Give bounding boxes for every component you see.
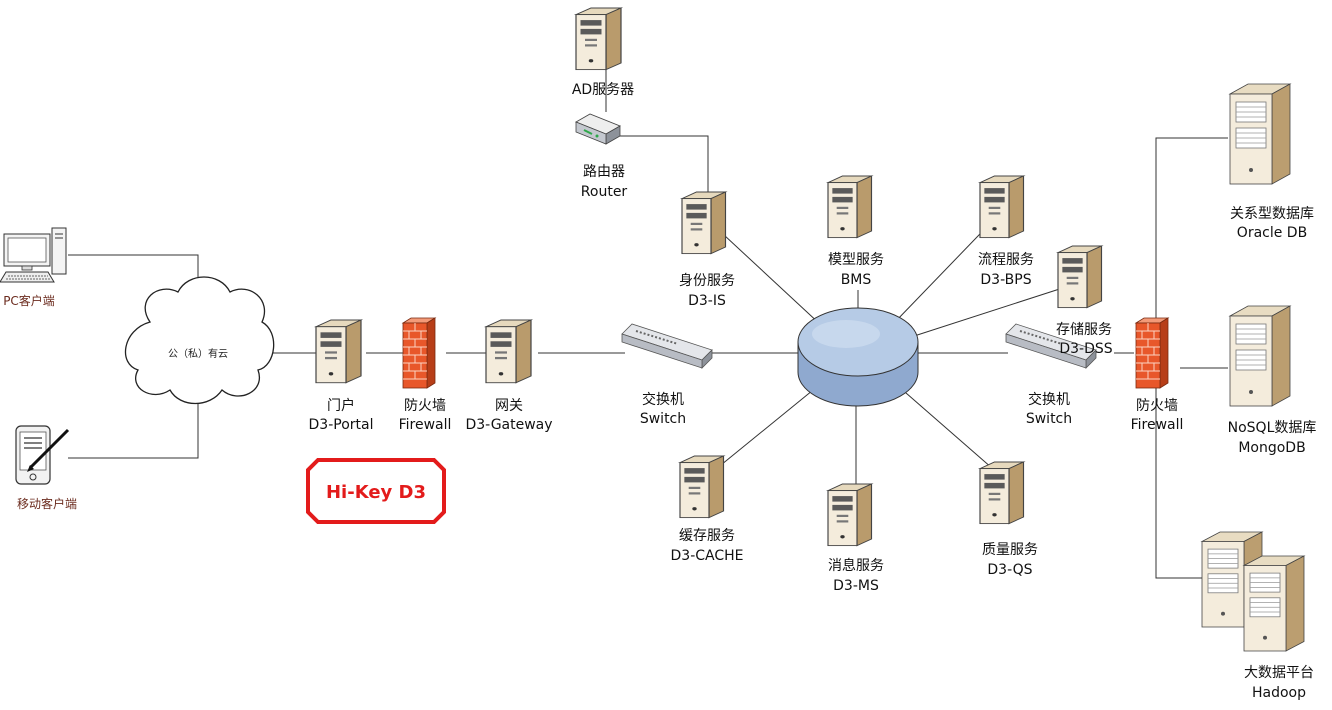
badge-text: Hi-Key D3 [326,482,426,503]
cache-server: 缓存服务 D3-CACHE [671,455,744,564]
portal-label-en: D3-Portal [309,417,374,433]
quality-label-cn: 质量服务 [982,542,1038,558]
network-switch-icon [621,323,713,369]
firewall-right: 防火墙 Firewall [1131,317,1184,433]
message-label-cn: 消息服务 [828,557,884,574]
mobile-client: 移动客户端 [15,425,77,511]
router-label-cn: 路由器 [583,164,625,180]
firewall-icon [402,317,436,389]
pc-client-label: PC客户端 [3,293,55,308]
identity-to-hub-line [709,221,823,327]
gateway-server: 网关 D3-Gateway [465,319,553,433]
mongo-label-en: MongoDB [1238,440,1305,456]
switch-left-label-en: Switch [640,411,686,427]
cache-label-en: D3-CACHE [671,548,744,564]
firewall-icon [1135,317,1169,389]
hadoop-label-en: Hadoop [1252,685,1306,701]
storage-server: 存储服务 [1056,245,1112,338]
mongo-db: NoSQL数据库 MongoDB [1228,305,1317,456]
central-hub [797,307,919,407]
firewall-left-label-cn: 防火墙 [404,398,446,414]
quality-server: 质量服务 D3-QS [979,461,1038,578]
firewall-to-hadoop-line [1155,388,1202,579]
cloud-label: 公（私）有云 [168,347,228,360]
server-icon [1229,305,1291,407]
oracle-label-en: Oracle DB [1237,225,1307,241]
identity-server: 身份服务 D3-IS [679,191,735,309]
firewall-left-label-en: Firewall [399,417,452,433]
mobile-client-label: 移动客户端 [17,496,77,511]
switch-right: 交换机 Switch [1005,323,1114,427]
central-hub-icon [797,307,919,407]
server-icon [315,319,362,384]
switch-right-label-en: Switch [1026,411,1072,427]
model-label-en: BMS [841,272,872,288]
cache-label-cn: 缓存服务 [679,528,735,544]
desktop-computer-icon [0,227,67,283]
server-icon [1229,83,1291,185]
identity-label-cn: 身份服务 [679,273,735,289]
mongo-label-cn: NoSQL数据库 [1228,420,1317,436]
portal-label-cn: 门户 [327,397,355,414]
firewall-right-label-cn: 防火墙 [1136,398,1178,414]
pc-client: PC客户端 [0,227,67,308]
process-label-en: D3-BPS [980,272,1031,288]
server-icon [681,191,727,255]
message-server: 消息服务 D3-MS [827,483,884,594]
switch-right-label-cn: 交换机 [1028,391,1070,408]
hi-key-badge: Hi-Key D3 [306,458,446,524]
router: 路由器 Router [575,113,628,200]
gateway-label-cn: 网关 [495,398,523,414]
firewall-to-oracle-line [1155,137,1228,318]
gateway-label-en: D3-Gateway [465,417,552,433]
model-server: 模型服务 BMS [827,175,884,288]
router-icon [575,113,621,145]
oracle-db: 关系型数据库 Oracle DB [1229,83,1314,241]
oracle-label-cn: 关系型数据库 [1230,206,1314,222]
server-icon [827,483,873,547]
identity-label-en: D3-IS [688,293,726,309]
router-to-identity-line [606,135,709,196]
ad-server: AD服务器 [572,7,634,98]
router-label-en: Router [581,184,628,200]
storage-to-hub-line [907,283,1076,339]
process-server: 流程服务 D3-BPS [978,175,1034,288]
server-icon [679,455,725,519]
server-icon [1057,245,1103,309]
process-label-cn: 流程服务 [978,252,1034,268]
ad-server-label: AD服务器 [572,82,634,98]
mobile-device-icon [15,425,70,485]
message-label-en: D3-MS [833,578,879,594]
server-icon [979,461,1025,525]
server-icon [979,175,1025,239]
firewall-right-label-en: Firewall [1131,417,1184,433]
mobile-to-cloud-line [68,400,199,459]
server-icon [485,319,532,384]
storage-label-en: D3-DSS [1059,341,1112,357]
server-icon [1243,555,1305,652]
server-icon [575,7,622,71]
switch-left: 交换机 Switch [621,323,713,427]
hadoop-platform: 大数据平台 Hadoop [1201,531,1314,701]
hadoop-label-cn: 大数据平台 [1244,665,1314,681]
model-label-cn: 模型服务 [828,252,884,268]
storage-label-cn: 存储服务 [1056,322,1112,338]
switch-left-label-cn: 交换机 [642,391,684,408]
firewall-left: 防火墙 Firewall [399,317,452,433]
server-icon [827,175,873,239]
portal-server: 门户 D3-Portal [309,319,374,433]
cloud-icon [124,276,275,404]
quality-label-en: D3-QS [987,562,1032,578]
cloud: 公（私）有云 [124,276,275,404]
badge-frame [306,458,446,524]
